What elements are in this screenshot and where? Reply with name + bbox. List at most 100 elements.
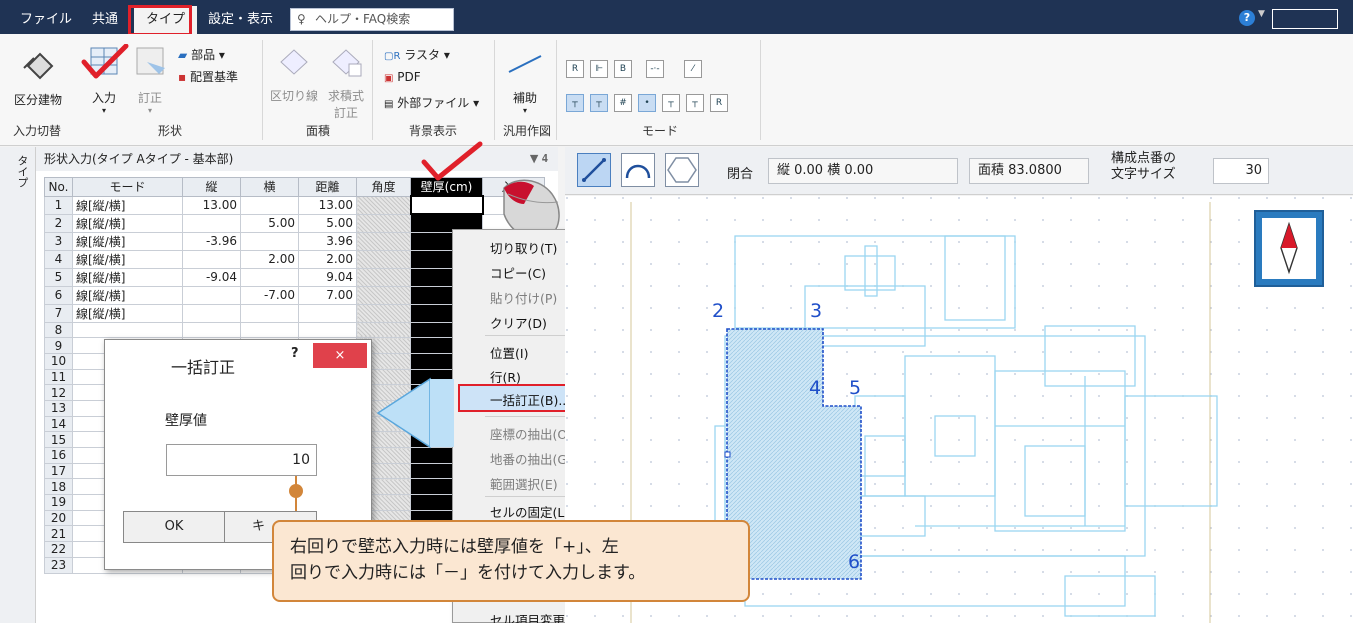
user-box[interactable] [1272,9,1338,29]
cell-distance[interactable]: 13.00 [298,195,357,215]
row-number[interactable]: 23 [44,556,73,574]
cell-tate[interactable] [182,249,241,269]
row-number[interactable]: 17 [44,462,73,480]
cell-distance[interactable]: 2.00 [298,249,357,269]
parts-button[interactable]: ▰ 部品 ▾ [178,48,225,62]
cell-distance[interactable]: 9.04 [298,267,357,287]
row-number[interactable]: 7 [44,303,73,323]
cell-mode[interactable]: 線[縦/横] [72,195,183,215]
col-yoko[interactable]: 横 [240,177,299,197]
tab-settings-view[interactable]: 設定・表示 [208,12,274,27]
polygon-mode-button[interactable] [665,153,699,187]
mode-p2-icon[interactable]: ┬ [590,94,608,112]
partition-line-button[interactable]: 区切り線 [268,46,320,104]
cell-distance[interactable] [298,303,357,323]
row-number[interactable]: 19 [44,494,73,511]
cell-angle[interactable] [356,285,411,305]
placement-base-button[interactable]: ▪ 配置基準 [178,68,238,85]
cell-mode[interactable]: 線[縦/横] [72,213,183,233]
pdf-button[interactable]: ▣ PDF [384,70,421,84]
mode-line-icon[interactable]: -·- [646,60,664,78]
menu-item-freeze-cells[interactable]: セルの固定(L) [490,505,570,520]
cell-tate[interactable] [182,321,241,339]
cell-distance[interactable]: 3.96 [298,231,357,251]
menu-item-position[interactable]: 位置(I) [490,346,529,361]
tab-type[interactable]: タイプ [134,6,198,34]
cell-angle[interactable] [356,303,411,323]
cell-mode[interactable]: 線[縦/横] [72,267,183,287]
mode-p3-icon[interactable]: # [614,94,632,112]
cell-yoko[interactable]: 2.00 [240,249,299,269]
col-angle[interactable]: 角度 [356,177,411,197]
raster-button[interactable]: ▢R ラスタ ▾ [384,48,450,62]
cell-angle[interactable] [356,249,411,269]
wall-thickness-input[interactable]: 10 [166,444,317,476]
row-number[interactable]: 2 [44,213,73,233]
mode-p4-icon[interactable]: • [638,94,656,112]
cell-yoko[interactable] [240,267,299,287]
dialog-close-button[interactable]: × [313,343,367,368]
cell-angle[interactable] [356,267,411,287]
mode-diagonal-icon[interactable]: ⁄ [684,60,702,78]
dialog-ok-button[interactable]: OK [123,511,225,543]
col-tate[interactable]: 縦 [182,177,241,197]
cell-yoko[interactable]: -7.00 [240,285,299,305]
cell-mode[interactable] [72,321,183,339]
col-wall-thickness[interactable]: 壁厚(cm) [410,177,483,197]
side-tab-type[interactable]: タイプ [16,155,29,188]
row-number[interactable]: 15 [44,431,73,448]
menu-item-row[interactable]: 行(R) [490,370,521,385]
row-number[interactable]: 9 [44,337,73,354]
col-mode[interactable]: モード [72,177,183,197]
cell-mode[interactable]: 線[縦/横] [72,303,183,323]
menu-item-extract-lot[interactable]: 地番の抽出(G)... [490,452,584,467]
menu-item-change-cell-item[interactable]: セル項目変更(Z) [490,613,584,623]
arc-mode-button[interactable] [621,153,655,187]
cell-mode[interactable]: 線[縦/横] [72,285,183,305]
cell-yoko[interactable]: 5.00 [240,213,299,233]
menu-item-cut[interactable]: 切り取り(T) [490,241,558,256]
cell-angle[interactable] [356,195,411,215]
correct-button[interactable]: 訂正 ▾ [130,44,170,115]
menu-item-bulk-correct[interactable]: 一括訂正(B)... [490,393,571,408]
line-mode-button[interactable] [577,153,611,187]
row-number[interactable]: 13 [44,399,73,417]
cell-tate[interactable]: -9.04 [182,267,241,287]
cell-angle[interactable] [356,231,411,251]
menu-item-paste[interactable]: 貼り付け(P) [490,291,558,306]
cell-distance[interactable]: 7.00 [298,285,357,305]
tab-common[interactable]: 共通 [92,12,119,27]
mode-rp-icon[interactable]: R [710,94,728,112]
mode-link-icon[interactable]: ⊩ [590,60,608,78]
aux-button[interactable]: 補助 ▾ [500,48,550,115]
tab-file[interactable]: ファイル [20,12,73,27]
mode-p1-icon[interactable]: ┬ [566,94,584,112]
cell-mode[interactable]: 線[縦/横] [72,249,183,269]
cell-tate[interactable] [182,213,241,233]
menu-item-clear[interactable]: クリア(D) [490,316,547,331]
row-number[interactable]: 5 [44,267,73,287]
kubun-building-button[interactable]: 区分建物 [10,46,66,108]
cell-distance[interactable] [298,321,357,339]
font-size-input[interactable]: 30 [1213,158,1269,184]
mode-p6-icon[interactable]: ┬ [686,94,704,112]
cell-tate[interactable]: -3.96 [182,231,241,251]
row-number[interactable]: 12 [44,384,73,401]
row-number[interactable]: 1 [44,195,73,215]
pin-icon[interactable]: ▼ 𝟒 [529,152,548,165]
mode-r-icon[interactable]: R [566,60,584,78]
dialog-help-icon[interactable]: ? [291,346,299,361]
drawing-canvas[interactable]: 2 3 4 5 6 [565,196,1353,623]
cell-wall-thickness[interactable] [409,195,484,215]
row-number[interactable]: 14 [44,415,73,433]
row-number[interactable]: 18 [44,478,73,496]
col-distance[interactable]: 距離 [298,177,357,197]
cell-angle[interactable] [356,213,411,233]
menu-item-range-select[interactable]: 範囲選択(E) [490,477,558,492]
cell-tate[interactable]: 13.00 [182,195,241,215]
cell-yoko[interactable] [240,195,299,215]
row-number[interactable]: 16 [44,447,73,464]
shape-handle[interactable] [724,451,731,458]
